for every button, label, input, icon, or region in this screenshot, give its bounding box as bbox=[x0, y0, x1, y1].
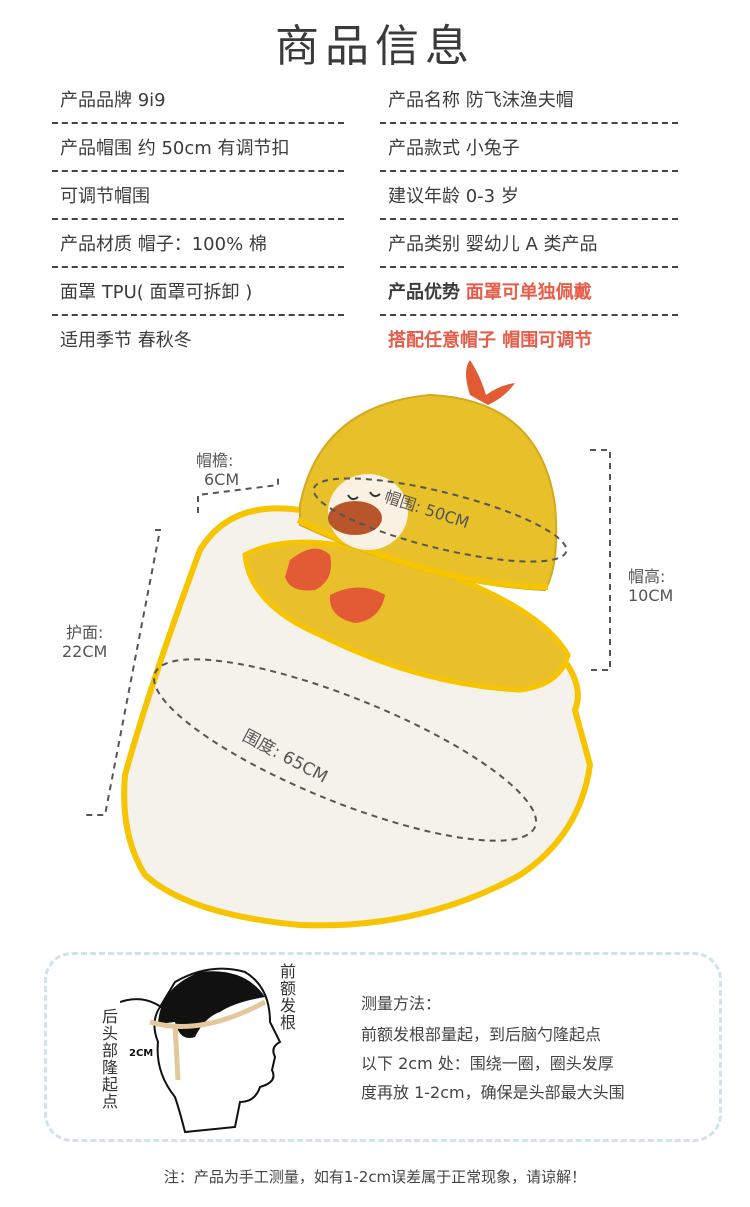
shield-label: 护面: bbox=[66, 623, 104, 642]
duck-foot-left bbox=[285, 548, 331, 591]
hat-drawing bbox=[86, 360, 611, 929]
hair-shape bbox=[158, 971, 265, 1038]
info-circumference: 产品帽围 约 50cm 有调节扣 bbox=[52, 126, 344, 172]
method-title: 测量方法： bbox=[361, 994, 442, 1013]
shield-dimension: 护面: 22CM bbox=[62, 623, 107, 661]
duck-foot-right bbox=[329, 587, 385, 623]
info-season: 适用季节 春秋冬 bbox=[60, 330, 192, 351]
measure-method-box bbox=[44, 952, 722, 1142]
info-advantage-2: 搭配任意帽子 帽围可调节 bbox=[388, 330, 593, 351]
forehead-label: 前额发根 bbox=[279, 962, 296, 1032]
info-product-name: 产品名称 防飞沫渔夫帽 bbox=[380, 78, 678, 124]
height-label: 帽高: bbox=[628, 567, 666, 586]
brim-dimension: 帽檐: 6CM bbox=[196, 451, 239, 489]
info-material: 产品材质 帽子：100% 棉 bbox=[52, 222, 344, 268]
duck-eyes bbox=[347, 491, 381, 501]
info-category: 产品类别 婴幼儿 A 类产品 bbox=[380, 222, 678, 268]
info-advantage: 产品优势 面罩可单独佩戴 bbox=[380, 270, 678, 316]
brim-value: 6CM bbox=[204, 470, 240, 489]
height-dimension: 帽高: 10CM bbox=[628, 567, 673, 605]
tape-hanging bbox=[172, 1023, 181, 1081]
back-head-label: 后头部隆起点 bbox=[101, 1007, 118, 1111]
hat-antenna bbox=[466, 360, 515, 405]
advantage-text: 面罩可单独佩戴 bbox=[465, 282, 592, 303]
info-brand: 产品品牌 9i9 bbox=[52, 78, 344, 124]
shield-value: 22CM bbox=[62, 642, 108, 661]
hat-illustration: 帽檐: 6CM 帽围: 50CM 帽高: 10CM 护面: 22CM 围度: 6… bbox=[0, 355, 750, 945]
arrow-back bbox=[120, 998, 173, 1018]
info-age: 建议年龄 0-3 岁 bbox=[380, 174, 678, 220]
method-line-1: 前额发根部量起，到后脑勺隆起点 bbox=[361, 1025, 602, 1044]
info-style: 产品款式 小兔子 bbox=[380, 126, 678, 172]
page-title: 商品信息 bbox=[275, 21, 475, 72]
info-mask: 面罩 TPU( 面罩可拆卸 ) bbox=[52, 270, 344, 316]
method-line-2: 以下 2cm 处：围绕一圈，圈头发厚 bbox=[361, 1054, 614, 1073]
tape-2cm-label: 2CM bbox=[129, 1048, 154, 1059]
advantage-label: 产品优势 bbox=[388, 282, 460, 303]
hat-band bbox=[296, 517, 549, 590]
head-measure-illustration bbox=[120, 967, 282, 1134]
info-adjustable: 可调节帽围 bbox=[52, 174, 344, 220]
footnote: 注：产品为手工测量，如有1-2cm误差属于正常现象，请谅解！ bbox=[163, 1168, 587, 1186]
brim-label: 帽檐: bbox=[196, 451, 234, 470]
height-value: 10CM bbox=[628, 586, 674, 605]
duck-beak bbox=[328, 501, 382, 535]
tape-measure bbox=[149, 999, 267, 1029]
method-line-3: 度再放 1-2cm，确保是头部最大头围 bbox=[361, 1083, 625, 1102]
